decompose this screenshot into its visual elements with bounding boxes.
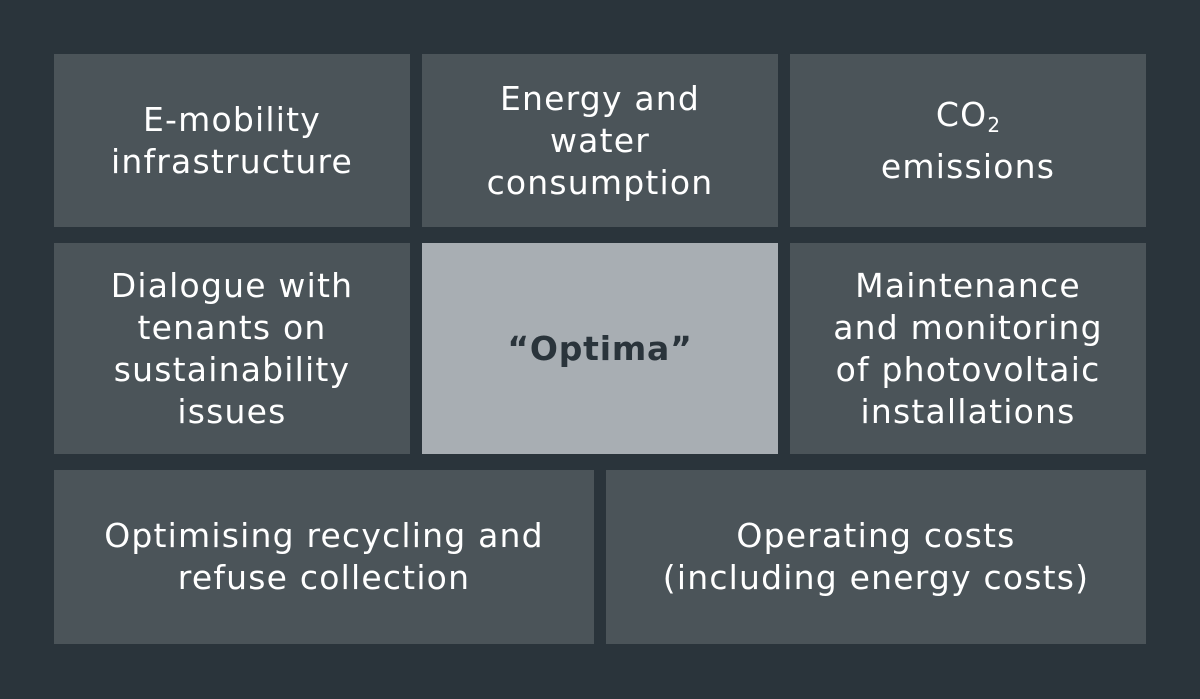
tile-recycling-refuse: Optimising recycling and refuse collecti…: [54, 470, 594, 644]
tile-label: Dialogue with tenants on sustainability …: [110, 265, 354, 431]
tile-photovoltaic-maintenance: Maintenance and monitoring of photovolta…: [790, 243, 1146, 454]
tile-optima-center: “Optima”: [422, 243, 778, 454]
tile-operating-costs: Operating costs (including energy costs): [606, 470, 1146, 644]
tile-label: Energy and water consumption: [486, 78, 714, 202]
co2-subscript: 2: [987, 112, 1001, 137]
tile-label: Maintenance and monitoring of photovolta…: [833, 265, 1103, 431]
tile-dialogue-with-tenants: Dialogue with tenants on sustainability …: [54, 243, 410, 454]
tile-label: “Optima”: [507, 328, 693, 368]
tile-label: Operating costs (including energy costs): [662, 516, 1090, 597]
tile-label: CO2 emissions: [838, 94, 1098, 188]
co2-suffix: emissions: [880, 146, 1056, 186]
tile-emobility-infrastructure: E-mobility infrastructure: [54, 54, 410, 227]
tile-energy-water-consumption: Energy and water consumption: [422, 54, 778, 227]
co2-prefix: CO: [935, 94, 988, 134]
tile-label: E-mobility infrastructure: [110, 99, 354, 181]
tile-label: Optimising recycling and refuse collecti…: [104, 516, 544, 597]
tile-co2-emissions: CO2 emissions: [790, 54, 1146, 227]
